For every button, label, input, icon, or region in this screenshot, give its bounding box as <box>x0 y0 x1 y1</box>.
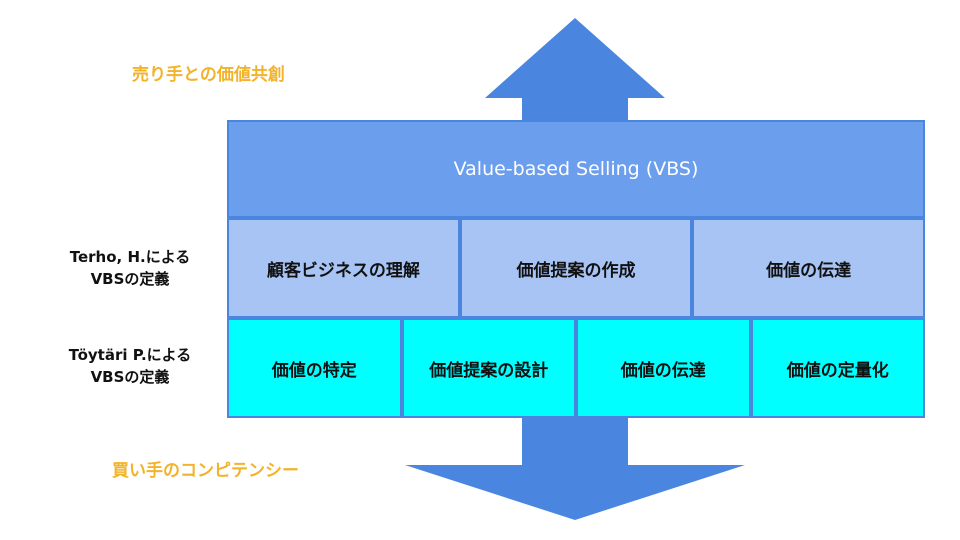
top-label: 売り手との価値共創 <box>132 65 285 85</box>
toytari-label-line2: VBSの定義 <box>90 368 170 386</box>
up-arrow <box>485 18 665 122</box>
toytari-label-line1: Töytäri P.による <box>68 346 192 364</box>
toytari-definition-label: Töytäri P.による VBSの定義 <box>30 344 230 388</box>
vbs-title-bar: Value-based Selling (VBS) <box>227 120 925 218</box>
terho-definition-row: 顧客ビジネスの理解 価値提案の作成 価値の伝達 <box>227 218 926 318</box>
bottom-label: 買い手のコンピテンシー <box>112 461 299 481</box>
vbs-title: Value-based Selling (VBS) <box>453 158 699 180</box>
down-arrow <box>405 416 745 520</box>
terho-definition-label: Terho, H.による VBSの定義 <box>30 246 230 290</box>
toytari-cell: 価値の定量化 <box>750 318 925 418</box>
terho-cell: 価値提案の作成 <box>459 218 693 318</box>
terho-label-line1: Terho, H.による <box>69 248 191 266</box>
toytari-definition-row: 価値の特定 価値提案の設計 価値の伝達 価値の定量化 <box>227 318 925 418</box>
toytari-cell: 価値の特定 <box>227 318 402 418</box>
toytari-cell: 価値の伝達 <box>576 318 751 418</box>
terho-cell: 顧客ビジネスの理解 <box>227 218 460 318</box>
terho-label-line2: VBSの定義 <box>90 270 170 288</box>
terho-cell: 価値の伝達 <box>692 218 926 318</box>
toytari-cell: 価値提案の設計 <box>401 318 576 418</box>
